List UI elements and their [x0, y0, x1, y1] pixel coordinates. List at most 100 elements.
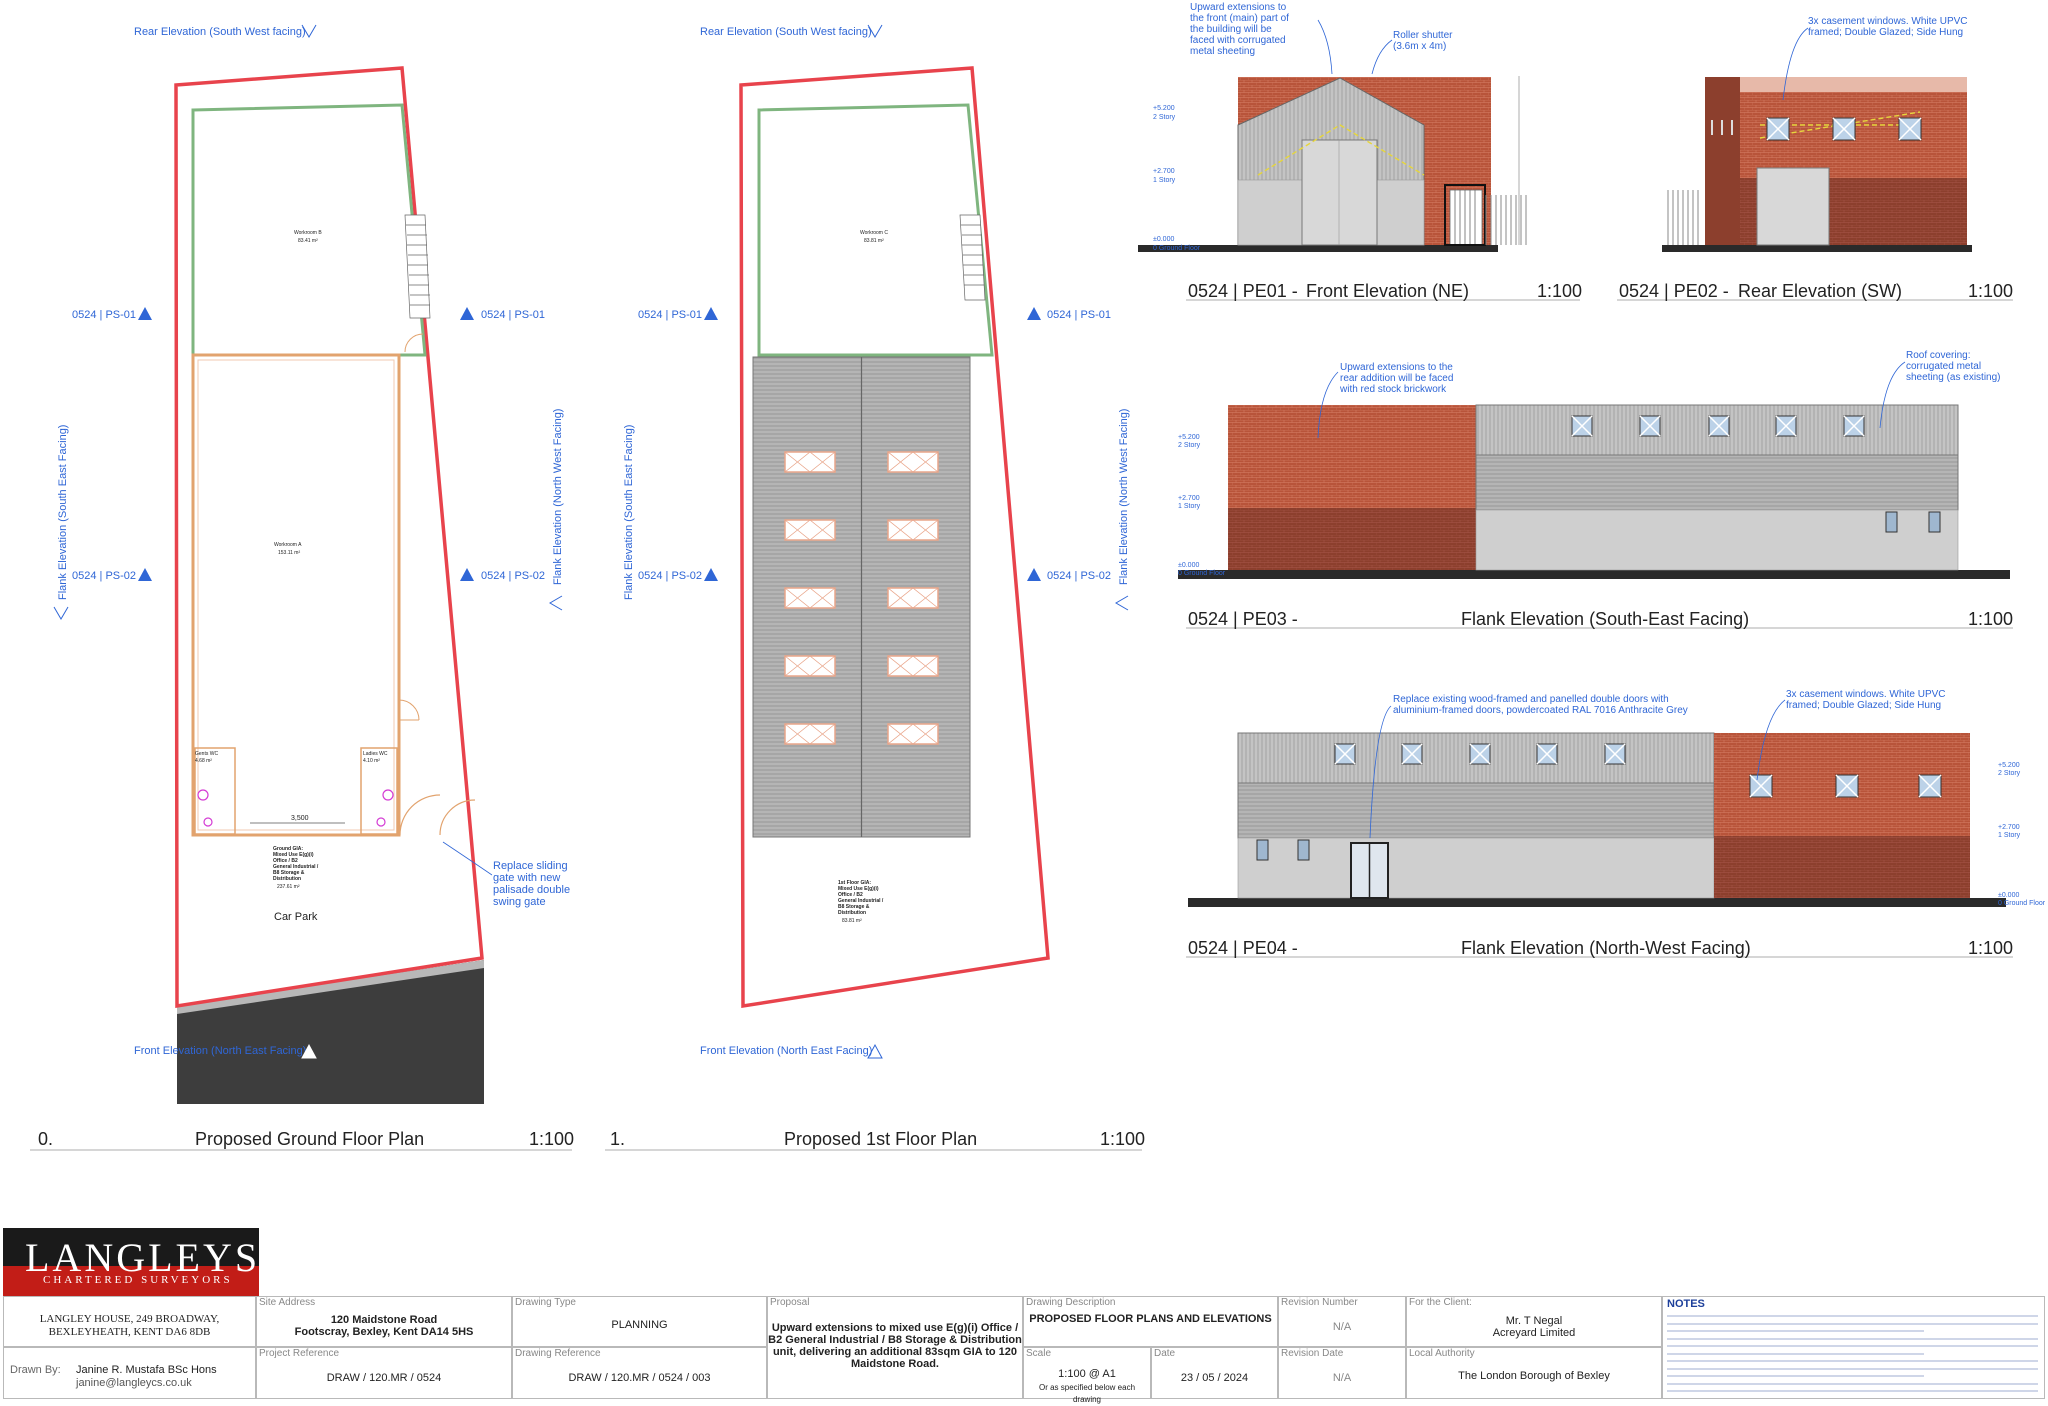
drawn-by: Drawn By: Janine R. Mustafa BSc Hons jan…	[3, 1347, 256, 1399]
date: Date 23 / 05 / 2024	[1151, 1347, 1278, 1399]
first-gia-label: 1st Floor GIA: Mixed Use E(g)(i) Office …	[838, 880, 884, 924]
site-address: Site Address 120 Maidstone Road Footscra…	[256, 1296, 512, 1347]
svg-text:Flank Elevation (South East Fa: Flank Elevation (South East Facing)	[623, 425, 635, 600]
svg-text:3x casement windows. White UPV: 3x casement windows. White UPVC	[1786, 689, 1946, 700]
workroom-a-label: Workroom A	[274, 542, 302, 548]
svg-text:Front Elevation (North East Fa: Front Elevation (North East Facing)	[700, 1045, 872, 1057]
workroom-b-area: 83.41 m²	[298, 238, 318, 244]
rooflight	[784, 587, 836, 609]
svg-text:framed; Double Glazed; Side Hu: framed; Double Glazed; Side Hung	[1786, 700, 1941, 711]
workroom-b-label: Workroom B	[294, 230, 322, 236]
svg-text:+5.200: +5.200	[1178, 434, 1200, 441]
svg-text:0524 | PE03 -: 0524 | PE03 -	[1188, 609, 1298, 629]
client: For the Client: Mr. T Negal Acreyard Lim…	[1406, 1296, 1662, 1347]
rooflight	[887, 451, 939, 473]
workroom-a-area: 153.11 m²	[278, 550, 300, 556]
ladies-wc-area: 4.10 m²	[363, 758, 380, 764]
section-marker-ps01-left: 0524 | PS-01	[72, 307, 152, 321]
svg-text:Proposed 1st Floor Plan: Proposed 1st Floor Plan	[784, 1129, 977, 1149]
rear-elevation-label: Rear Elevation (South West facing)	[134, 26, 306, 38]
svg-text:aluminium-framed doors, powder: aluminium-framed doors, powdercoated RAL…	[1393, 705, 1688, 716]
section-arrow-icon	[138, 568, 152, 581]
svg-text:Ground GIA:: Ground GIA:	[273, 846, 303, 852]
brick-pier	[1705, 77, 1740, 245]
note-line	[1667, 1345, 2038, 1347]
gents-wc-label: Gents WC	[195, 751, 218, 757]
svg-text:±0.000: ±0.000	[1178, 562, 1199, 569]
pe03-note-roof: Roof covering: corrugated metal sheeting…	[1879, 350, 2001, 429]
svg-text:Upward extensions to: Upward extensions to	[1190, 2, 1287, 13]
gate-swing	[399, 794, 476, 836]
svg-text:1 Story: 1 Story	[1153, 177, 1176, 184]
svg-text:Roof covering:: Roof covering:	[1906, 350, 1970, 361]
lower-wall	[1475, 509, 1959, 571]
svg-text:+2.700: +2.700	[1153, 168, 1175, 175]
toilet-icon	[382, 789, 394, 801]
rear-door	[1756, 167, 1830, 246]
flank-se-marker: Flank Elevation (South East Facing)	[623, 425, 635, 600]
gate-note: Replace sliding gate with new palisade d…	[442, 841, 570, 908]
workroom-a-walls	[191, 353, 401, 837]
drawing-description: Drawing Description PROPOSED FLOOR PLANS…	[1023, 1296, 1278, 1347]
gate-frame	[1444, 184, 1486, 246]
langleys-logo: LANGLEYS CHARTERED SURVEYORS	[3, 1228, 259, 1296]
svg-text:0 Ground Floor: 0 Ground Floor	[1178, 570, 1226, 577]
staircase	[404, 214, 431, 319]
note-line	[1667, 1360, 2038, 1362]
front-elevation-marker: Front Elevation (North East Facing)	[134, 1043, 317, 1059]
workroom-b-walls	[191, 103, 427, 357]
level-markers: +5.200 2 Story +2.700 1 Story ±0.000 0 G…	[1178, 434, 1226, 577]
site-boundary	[739, 66, 1050, 1009]
svg-text:0524 | PE04 -: 0524 | PE04 -	[1188, 938, 1298, 958]
svg-text:Mixed Use E(g)(i): Mixed Use E(g)(i)	[838, 886, 879, 892]
pe02-note-windows: 3x casement windows. White UPVC framed; …	[1782, 16, 1968, 101]
svg-text:Flank Elevation (North West Fa: Flank Elevation (North West Facing)	[1118, 409, 1130, 585]
flank-elevation-pe04: +5.200 2 Story +2.700 1 Story ±0.000 0 G…	[1186, 689, 2046, 958]
pe03-title: 0524 | PE03 - Flank Elevation (South-Eas…	[1186, 609, 2013, 629]
svg-text:3x casement windows. White UPV: 3x casement windows. White UPVC	[1808, 16, 1968, 27]
flank-elevation-pe03: +5.200 2 Story +2.700 1 Story ±0.000 0 G…	[1178, 350, 2013, 629]
svg-text:the building will be: the building will be	[1190, 24, 1272, 35]
svg-text:0524 | PS-01: 0524 | PS-01	[481, 309, 545, 321]
svg-text:0.: 0.	[38, 1129, 53, 1149]
parapet-band	[1740, 77, 1967, 92]
svg-text:B8 Storage &: B8 Storage &	[838, 904, 870, 910]
ground-line	[1178, 570, 2010, 579]
svg-text:83.81 m²: 83.81 m²	[842, 918, 862, 924]
svg-text:0524 | PS-02: 0524 | PS-02	[72, 570, 136, 582]
svg-text:2 Story: 2 Story	[1178, 442, 1201, 449]
fence	[1485, 195, 1527, 245]
level-markers: +5.200 2 Story +2.700 1 Story ±0.000 0 G…	[1153, 105, 1201, 252]
svg-text:1.: 1.	[610, 1129, 625, 1149]
svg-text:1 Story: 1 Story	[1998, 832, 2021, 839]
rooflight	[887, 587, 939, 609]
brick-lower	[1714, 836, 1970, 898]
svg-text:Flank Elevation (North-West Fa: Flank Elevation (North-West Facing)	[1461, 938, 1751, 958]
drawing-type: Drawing Type PLANNING	[512, 1296, 767, 1347]
front-elevation-pe01: +5.200 2 Story +2.700 1 Story ±0.000 0 G…	[1138, 2, 1582, 301]
roller-shutter	[1301, 139, 1378, 246]
ground-line	[1662, 245, 1972, 252]
drawing-reference: Drawing Reference DRAW / 120.MR / 0524 /…	[512, 1347, 767, 1399]
ground-floor-plan: Rear Elevation (South West facing) 3,500…	[30, 24, 574, 1151]
svg-text:Front Elevation (North East Fa: Front Elevation (North East Facing)	[134, 1045, 306, 1057]
ground-gia-label: Ground GIA: Mixed Use E(g)(i) Office / B…	[273, 846, 319, 890]
note-line	[1667, 1390, 2038, 1392]
casement-window	[1766, 117, 1790, 141]
casement-window	[1334, 743, 1356, 765]
svg-text:1:100: 1:100	[529, 1129, 574, 1149]
svg-text:Flank Elevation (South East Fa: Flank Elevation (South East Facing)	[57, 425, 69, 600]
notes-panel: NOTES	[1662, 1296, 2045, 1399]
elevation-arrow-icon	[301, 1043, 317, 1059]
elevation-arrow-icon	[867, 1043, 883, 1059]
svg-text:0524 | PS-01: 0524 | PS-01	[72, 309, 136, 321]
ladies-wc-room	[360, 747, 398, 835]
window	[1928, 511, 1941, 533]
note-line	[1667, 1352, 1924, 1355]
svg-text:0524 | PS-02: 0524 | PS-02	[481, 570, 545, 582]
svg-text:Rear Elevation (SW): Rear Elevation (SW)	[1738, 281, 1902, 301]
svg-text:B8 Storage &: B8 Storage &	[273, 870, 305, 876]
casement-window	[1469, 743, 1491, 765]
site-boundary	[174, 66, 484, 1009]
casement-window	[1918, 774, 1942, 798]
